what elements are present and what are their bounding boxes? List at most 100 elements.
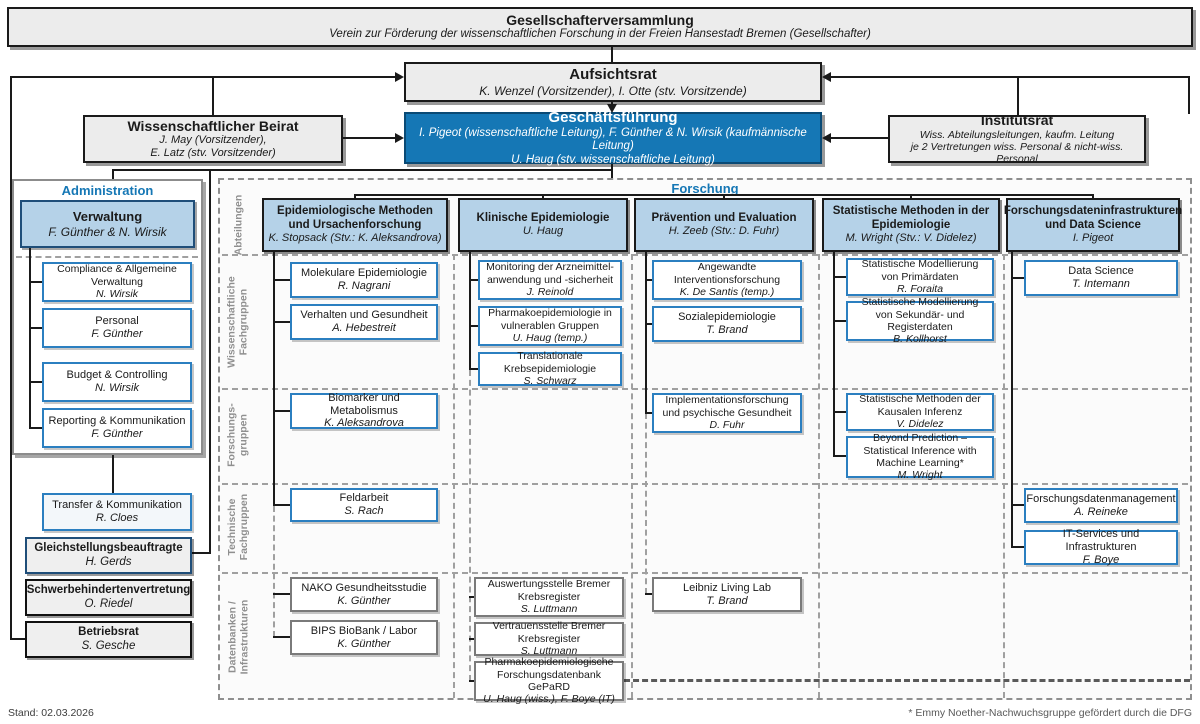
aufsichtsrat-box: Aufsichtsrat K. Wenzel (Vorsitzender), I… [404,62,822,102]
connector [645,323,652,325]
connector [192,552,211,554]
unit-reporting-box: Reporting & Kommunikation F. Günther [42,408,192,448]
dept-name: K. Stopsack (Stv.: K. Aleksandrova) [268,232,442,245]
db-living-lab-box: Leibniz Living Lab T. Brand [652,577,802,612]
connector [29,327,42,329]
connector [29,381,42,383]
connector [469,596,474,598]
connector [831,76,1190,78]
unit-reporting-name: F. Günther [91,428,143,440]
schwerbehinderten-box: Schwerbehindertenvertretung O. Riedel [25,579,192,616]
aufsichtsrat-title: Aufsichtsrat [569,66,657,84]
arrowhead [395,72,404,82]
beirat-line2: E. Latz (stv. Vorsitzender) [150,147,276,160]
connector [1011,277,1024,279]
db-gepard-box: Pharmakoepidemiologische Forschungsdaten… [474,656,624,705]
unit-compliance-box: Compliance & Allgemeine Verwaltung N. Wi… [42,262,192,302]
connector [645,279,652,281]
aufsichtsrat-members: K. Wenzel (Vorsitzender), I. Otte (stv. … [479,83,747,98]
connector [833,455,846,457]
separator [222,483,1188,485]
row-label-datenbanken: Datenbanken / Infrastrukturen [226,576,250,698]
row-label-text: Forschungs- gruppen [225,403,250,468]
group-title: IT-Services und Infrastrukturen [1062,528,1140,554]
connector [469,252,471,370]
row-label-text: Abteilungen [231,194,244,256]
connector [1011,504,1024,506]
row-label-forschungsgruppen: Forschungs- gruppen [226,390,250,481]
connector [343,137,395,139]
connector [469,370,471,681]
group-name: K. Aleksandrova [324,417,404,430]
row-label-wissenschaftliche-fachgruppen: Wissenschaftliche Fachgruppen [226,258,250,386]
group-verhalten-box: Verhalten und Gesundheit A. Hebestreit [290,304,438,340]
geschaeftsfuehrung-box: Geschäftsführung I. Pigeot (wissenschaft… [404,109,822,166]
dept-title: Prävention und Evaluation [651,211,797,224]
beirat-title: Wissenschaftlicher Beirat [127,117,299,134]
connector [833,320,846,322]
group-name: B. Kollhorst [893,333,947,346]
geschaeftsfuehrung-line1: I. Pigeot (wissenschaftliche Leitung), F… [419,126,807,153]
schwerbehinderten-title: Schwerbehindertenvertretung [26,583,191,596]
group-it-services-box: IT-Services und Infrastrukturen F. Boye [1024,528,1178,566]
arrowhead [822,72,831,82]
institutsrat-line2: je 2 Vertretungen wiss. Personal & nicht… [910,141,1124,166]
group-title: Pharmakoepidemiologie in vulnerablen Gru… [488,307,612,332]
connector [273,504,290,506]
connector [29,427,42,429]
group-implementation-box: Implementationsforschung und psychische … [652,393,802,433]
stand-date: Stand: 02.03.2026 [8,707,94,719]
connector [112,169,114,179]
gepard-dashed-link [624,679,1190,682]
unit-budget-box: Budget & Controlling N. Wirsik [42,362,192,402]
connector [212,76,214,115]
arrowhead [607,104,617,113]
geschaeftsfuehrung-line2: U. Haug (stv. wissenschaftliche Leitung) [511,153,715,166]
connector [469,638,474,640]
group-name: T. Brand [706,324,748,336]
group-molekulare-box: Molekulare Epidemiologie R. Nagrani [290,262,438,298]
connector [10,76,12,640]
connector [10,638,25,640]
group-title: Monitoring der Arzneimittel-anwendung un… [486,261,614,286]
dept-title: Epidemiologische Methoden und Ursachenfo… [277,204,433,231]
gesellschafterversammlung-title: Gesellschafterversammlung [506,11,694,28]
connector [10,76,395,78]
separator [453,254,455,698]
group-stat-primaer-box: Statistische Modellierung von Primärdate… [846,258,994,296]
group-sozialepi-box: Sozialepidemiologie T. Brand [652,306,802,342]
unit-personal-title: Personal [95,315,139,328]
connector [273,321,290,323]
connector [273,279,290,281]
transfer-name: R. Cloes [95,512,139,524]
separator [222,254,1188,256]
connector [645,413,647,594]
group-name: V. Didelez [896,418,944,431]
unit-personal-name: F. Günther [91,328,143,340]
group-biomarker-box: Biomarker und Metabolismus K. Aleksandro… [290,392,438,430]
group-name: F. Boye [1082,553,1120,566]
connector [112,455,114,493]
group-title: Forschungsdatenmanagement [1026,492,1176,505]
unit-compliance-name: N. Wirsik [96,288,138,301]
group-title: Beyond Prediction – Statistical Inferenc… [863,432,977,469]
gleichstellung-box: Gleichstellungsbeauftragte H. Gerds [25,537,192,574]
db-name: U. Haug (wiss.), F. Boye (IT) [483,693,615,706]
connector [910,194,912,199]
betriebsrat-name: S. Gesche [81,639,136,652]
group-name: D. Fuhr [709,419,745,432]
connector [833,252,835,457]
db-nako-box: NAKO Gesundheitsstudie K. Günther [290,577,438,612]
db-title: Pharmakoepidemiologische Forschungsdaten… [484,656,614,693]
db-title: NAKO Gesundheitsstudie [301,581,427,594]
db-title: Auswertungsstelle Bremer Krebsregister [487,578,611,603]
transfer-box: Transfer & Kommunikation R. Cloes [42,493,192,531]
connector [542,194,544,199]
db-auswertungsstelle-box: Auswertungsstelle Bremer Krebsregister S… [474,577,624,617]
group-title: Implementationsforschung und psychische … [662,394,792,419]
connector [645,593,652,595]
db-name: T. Brand [706,594,748,607]
connector [354,194,356,199]
connector [833,411,846,413]
dept-praevention-box: Prävention und Evaluation H. Zeeb (Stv.:… [634,198,814,252]
